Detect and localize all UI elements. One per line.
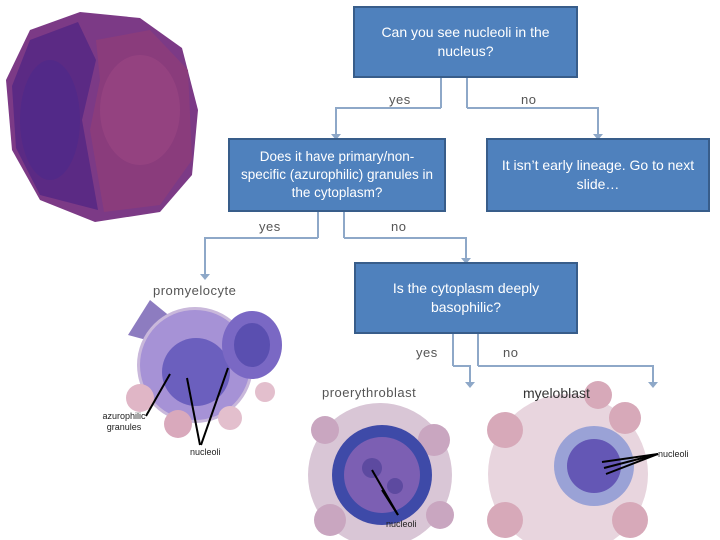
question-basophilic-text: Is the cytoplasm deeply basophilic?	[392, 280, 540, 315]
question-basophilic-box: Is the cytoplasm deeply basophilic?	[354, 262, 578, 334]
q1-yes-label: yes	[389, 92, 411, 107]
q3-no-label: no	[503, 345, 519, 360]
not-early-lineage-box: It isn’t early lineage. Go to next slide…	[486, 138, 710, 212]
blast-cell-image	[6, 12, 198, 222]
azurophilic-granules-label: azurophilic granules	[102, 411, 146, 432]
promyelocyte-image	[126, 300, 282, 438]
not-early-lineage-text: It isn’t early lineage. Go to next slide…	[501, 157, 695, 192]
q1-no-label: no	[521, 92, 537, 107]
proerythroblast-nucleoli-label: nucleoli	[386, 519, 417, 529]
q2-yes-label: yes	[259, 219, 281, 234]
myeloblast-image	[487, 381, 648, 540]
question-granules-box: Does it have primary/non-specific (azuro…	[228, 138, 446, 212]
q2-no-label: no	[391, 219, 407, 234]
promyelocyte-label: promyelocyte	[153, 283, 237, 298]
myeloblast-label: myeloblast	[523, 385, 590, 401]
connectors	[204, 78, 654, 384]
promyelocyte-nucleoli-label: nucleoli	[190, 447, 221, 457]
myeloblast-nucleoli-label: nucleoli	[658, 449, 689, 459]
pointer-lines	[145, 367, 659, 516]
question-nucleoli-box: Can you see nucleoli in the nucleus?	[353, 6, 578, 78]
q3-yes-label: yes	[416, 345, 438, 360]
proerythroblast-image	[308, 403, 454, 540]
question-nucleoli-text: Can you see nucleoli in the nucleus?	[381, 24, 550, 59]
arrowheads	[200, 134, 658, 388]
question-granules-text: Does it have primary/non-specific (azuro…	[240, 148, 434, 201]
proerythroblast-label: proerythroblast	[322, 385, 417, 400]
